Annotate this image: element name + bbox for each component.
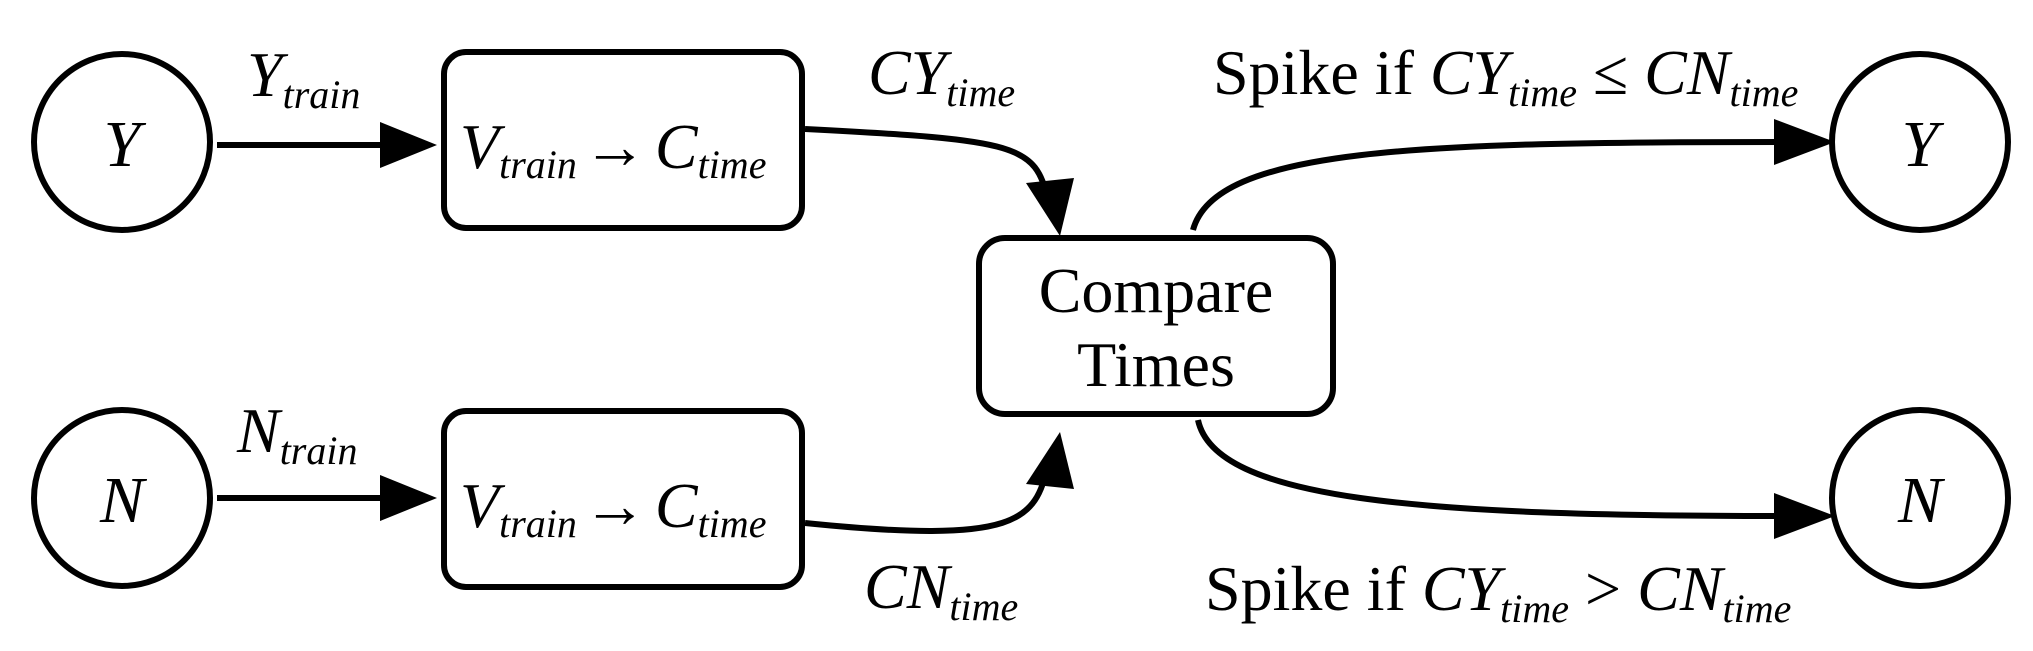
arrowhead-y-to-converter — [380, 122, 437, 168]
compare-line1: Compare — [1039, 255, 1274, 326]
node-n-output-label: N — [1897, 464, 1946, 537]
compare-times-box: Compare Times — [976, 235, 1336, 417]
node-y-output-label: Y — [1902, 108, 1945, 181]
label-cy-time: CYtime — [868, 37, 1015, 115]
edge-cy-to-compare — [804, 126, 1051, 201]
converter-box-top: Vtrain→Ctime — [441, 49, 805, 231]
converter-box-bottom: Vtrain→Ctime — [441, 408, 805, 590]
arrowhead-n-to-converter — [380, 475, 437, 521]
label-cn-time: CNtime — [864, 551, 1018, 629]
arrowhead-cn-to-compare — [1026, 432, 1074, 489]
converter-top-label: Vtrain→Ctime — [460, 111, 766, 187]
label-n-train: Ntrain — [236, 395, 357, 473]
node-y-input-label: Y — [104, 108, 147, 181]
arrowhead-compare-to-n-out — [1774, 493, 1835, 539]
edge-cn-to-compare — [804, 464, 1051, 534]
arrowhead-cy-to-compare — [1026, 178, 1074, 236]
converter-bottom-label: Vtrain→Ctime — [460, 470, 766, 546]
arrowhead-compare-to-y-out — [1774, 119, 1835, 165]
edge-compare-to-y-out — [1190, 139, 1781, 231]
label-y-train: Ytrain — [247, 39, 360, 117]
label-spike-n: Spike if CYtime > CNtime — [1205, 553, 1791, 631]
node-n-output: N — [1829, 407, 2011, 589]
node-n-input: N — [31, 407, 213, 589]
label-spike-y: Spike if CYtime ≤ CNtime — [1213, 37, 1798, 115]
node-n-input-label: N — [99, 464, 148, 537]
node-y-output: Y — [1829, 51, 2011, 233]
compare-line2: Times — [1077, 329, 1235, 400]
edge-compare-to-n-out — [1195, 419, 1781, 519]
node-y-input: Y — [31, 51, 213, 233]
